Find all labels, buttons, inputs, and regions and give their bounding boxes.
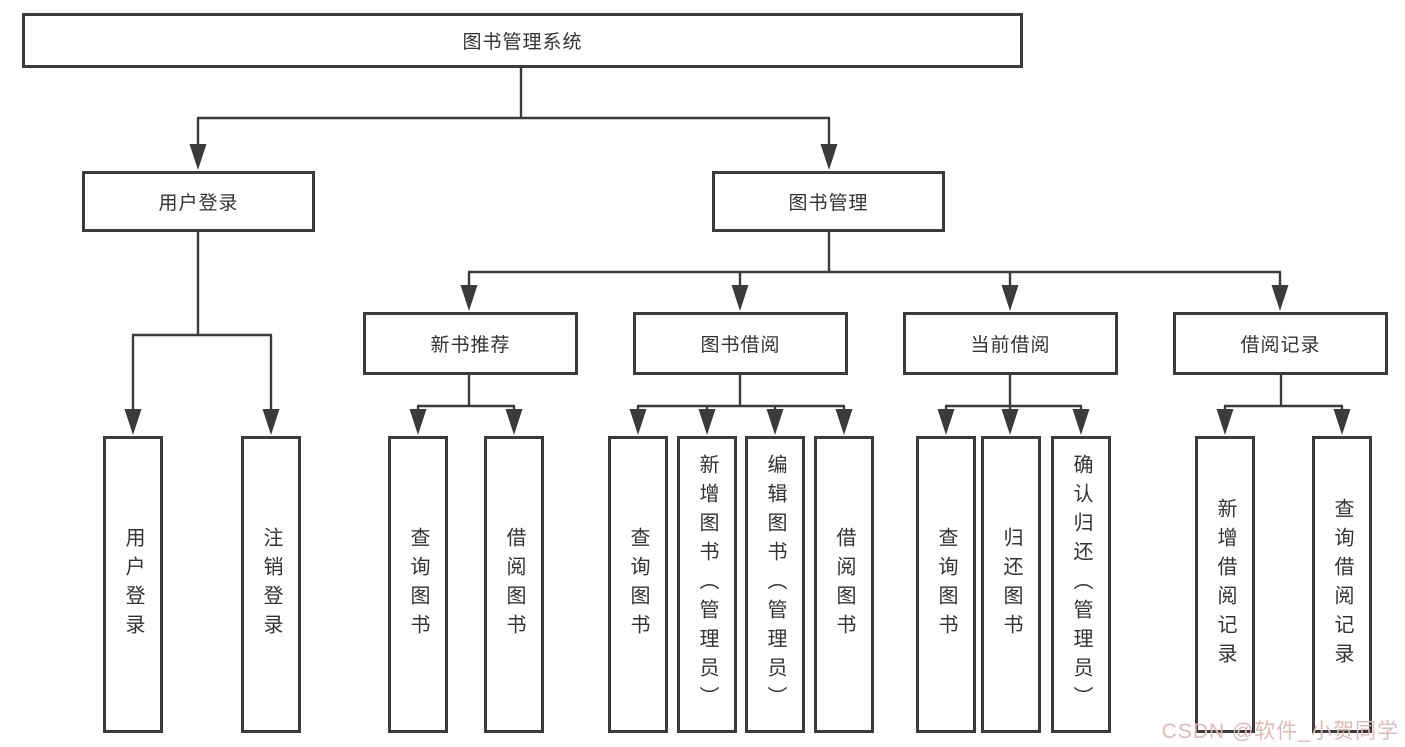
leaf-query-books-recommend-label: 查询图书	[407, 526, 429, 643]
node-user-login-branch: 用户登录	[82, 171, 315, 232]
node-book-borrow: 图书借阅	[633, 312, 848, 375]
csdn-watermark: CSDN @软件_小贺同学	[1161, 720, 1399, 743]
leaf-user-login: 用户登录	[103, 436, 163, 733]
node-new-book-recommend-label: 新书推荐	[430, 335, 511, 356]
node-current-borrow: 当前借阅	[903, 312, 1118, 375]
node-borrow-records-label: 借阅记录	[1240, 335, 1321, 356]
leaf-borrow-books: 借阅图书	[814, 436, 874, 733]
leaf-query-borrow-record: 查询借阅记录	[1312, 436, 1372, 733]
leaf-borrow-books-recommend-label: 借阅图书	[503, 526, 525, 643]
node-book-management-branch: 图书管理	[712, 171, 945, 232]
leaf-query-books-borrow: 查询图书	[608, 436, 668, 733]
node-user-login-label: 用户登录	[158, 193, 239, 214]
leaf-return-books-label: 归还图书	[1000, 526, 1022, 643]
leaf-edit-books-admin: 编辑图书（管理员）	[745, 436, 805, 733]
node-root-system: 图书管理系统	[22, 13, 1023, 68]
leaf-borrow-books-label: 借阅图书	[833, 526, 855, 643]
node-current-borrow-label: 当前借阅	[970, 335, 1051, 356]
node-borrow-records: 借阅记录	[1173, 312, 1388, 375]
leaf-confirm-return-admin-label: 确认归还（管理员）	[1070, 454, 1092, 715]
leaf-logout: 注销登录	[241, 436, 301, 733]
leaf-add-books-admin: 新增图书（管理员）	[677, 436, 737, 733]
node-book-borrow-label: 图书借阅	[700, 335, 781, 356]
leaf-return-books: 归还图书	[981, 436, 1041, 733]
leaf-query-borrow-record-label: 查询借阅记录	[1331, 497, 1353, 672]
node-root-label: 图书管理系统	[462, 32, 583, 53]
arrowheads	[124, 144, 1351, 435]
leaf-add-borrow-record-label: 新增借阅记录	[1214, 497, 1236, 672]
leaf-query-books-current-label: 查询图书	[935, 526, 957, 643]
leaf-confirm-return-admin: 确认归还（管理员）	[1051, 436, 1111, 733]
leaf-logout-label: 注销登录	[260, 526, 282, 643]
leaf-query-books-current: 查询图书	[916, 436, 976, 733]
leaf-add-borrow-record: 新增借阅记录	[1195, 436, 1255, 733]
leaf-add-books-admin-label: 新增图书（管理员）	[696, 454, 718, 715]
leaf-borrow-books-recommend: 借阅图书	[484, 436, 544, 733]
node-book-management-label: 图书管理	[788, 193, 869, 214]
leaf-query-books-borrow-label: 查询图书	[627, 526, 649, 643]
leaf-user-login-label: 用户登录	[122, 526, 144, 643]
node-new-book-recommend: 新书推荐	[363, 312, 578, 375]
leaf-edit-books-admin-label: 编辑图书（管理员）	[764, 454, 786, 715]
leaf-query-books-recommend: 查询图书	[388, 436, 448, 733]
